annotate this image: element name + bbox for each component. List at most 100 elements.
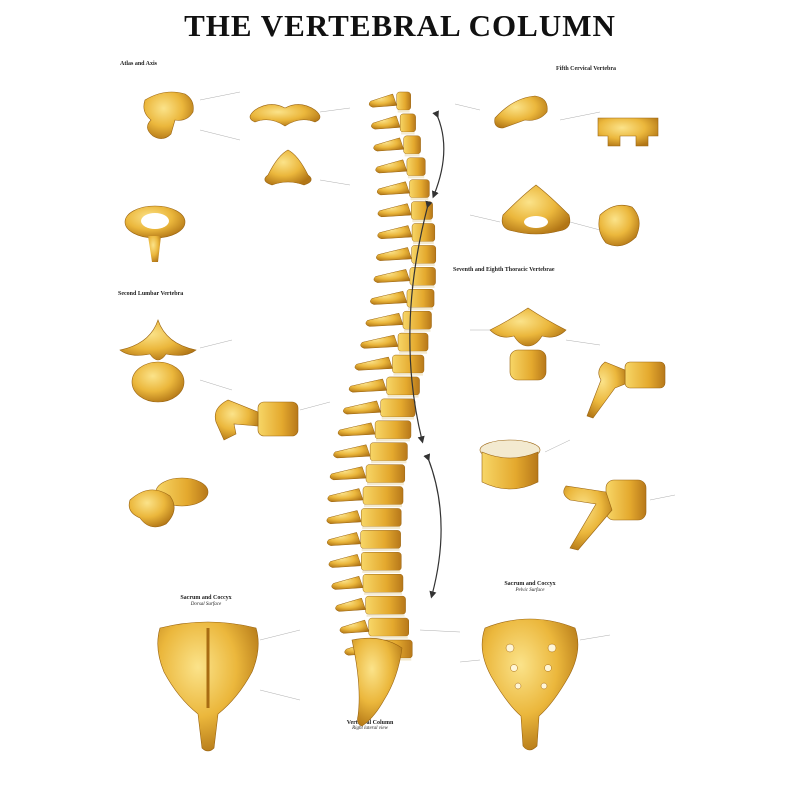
vertebral-body xyxy=(360,508,402,527)
leader-line xyxy=(199,339,233,349)
lumbar-arch-lateral xyxy=(214,399,259,441)
intervertebral-disc xyxy=(403,329,431,332)
spinous-process xyxy=(343,400,382,415)
sacrum-pelvic-title: Sacrum and Coccyx xyxy=(504,581,556,587)
leader-line xyxy=(649,494,676,501)
spinous-process xyxy=(328,554,362,568)
intervertebral-disc xyxy=(404,153,420,157)
cervical-superior-view xyxy=(501,184,571,235)
intervertebral-disc xyxy=(413,241,434,245)
cervical-lateral-view xyxy=(494,95,548,129)
spinous-process xyxy=(333,444,371,459)
thoracic-spinous-lateral xyxy=(586,361,626,419)
intervertebral-disc xyxy=(369,636,408,639)
section-title-atlas-axis: Atlas and Axis xyxy=(120,61,158,67)
leader-line xyxy=(469,214,501,223)
sacrum-dorsal-figure xyxy=(157,621,259,752)
thoracic-articulated-arch xyxy=(563,485,613,551)
intervertebral-disc xyxy=(387,395,419,398)
axis-posterior-view xyxy=(264,149,312,186)
spinous-process xyxy=(326,510,362,524)
lumbar-body-lateral xyxy=(257,401,299,437)
intervertebral-disc xyxy=(401,131,415,135)
leader-line xyxy=(454,103,481,111)
atlas-foramen xyxy=(141,213,169,229)
spinous-process xyxy=(339,619,370,634)
vertebral-body xyxy=(392,354,425,374)
intervertebral-disc xyxy=(410,197,429,201)
vertebral-body xyxy=(411,223,436,242)
sacrum-lateral xyxy=(351,637,403,727)
vertebral-body xyxy=(365,464,406,483)
spinous-process xyxy=(377,203,412,218)
cervical-curve-arrow xyxy=(431,110,445,199)
thoracic-body-superior xyxy=(509,349,547,381)
spinous-process xyxy=(354,356,393,371)
vertebral-body xyxy=(362,486,404,505)
spinous-process xyxy=(376,181,410,196)
cervical-foramen xyxy=(524,216,548,228)
cervical-anterior-view xyxy=(597,117,659,147)
vertebral-body xyxy=(396,91,411,111)
curvature-arrows xyxy=(409,110,445,599)
lumbar-superior-processes xyxy=(119,319,197,361)
main-caption-view: Right lateral view xyxy=(352,726,388,731)
intervertebral-disc xyxy=(371,460,407,464)
spinous-process xyxy=(375,159,408,174)
atlas-tubercle xyxy=(148,236,161,262)
thoracic-curve-arrow xyxy=(409,200,433,444)
intervertebral-disc xyxy=(364,504,403,508)
vertebral-body xyxy=(403,135,421,155)
intervertebral-disc xyxy=(407,175,425,179)
spinous-process xyxy=(348,378,387,393)
vertebral-body xyxy=(360,530,401,549)
vertebral-body xyxy=(361,552,402,571)
vertebral-body xyxy=(386,376,420,396)
intervertebral-disc xyxy=(410,285,435,288)
spinous-process xyxy=(368,93,398,108)
section-title-thoracic: Seventh and Eighth Thoracic Vertebrae xyxy=(453,267,555,273)
atlas-axis-figures xyxy=(124,91,321,262)
main-caption-name: Vertebral Column xyxy=(346,720,394,726)
vertebral-body xyxy=(365,595,406,615)
main-caption: Vertebral Column Right lateral view xyxy=(325,720,415,731)
thoracic-articulated-body xyxy=(605,479,647,521)
leader-line xyxy=(569,221,601,231)
intervertebral-disc xyxy=(366,614,405,617)
lumbar-arch-oblique xyxy=(128,489,175,528)
leader-line xyxy=(199,129,241,141)
leader-line xyxy=(299,401,331,411)
vertebral-column xyxy=(326,91,437,727)
leader-line xyxy=(199,91,241,101)
intervertebral-disc xyxy=(363,592,402,595)
fifth-cervical-figures xyxy=(494,95,659,247)
spinous-process xyxy=(373,137,405,152)
leader-line xyxy=(199,379,233,391)
sacrum-pelvic-figure xyxy=(481,618,579,751)
vertebral-body xyxy=(411,245,437,264)
spinous-process xyxy=(365,312,404,327)
leader-line xyxy=(559,111,601,121)
spinous-process xyxy=(327,488,364,503)
leader-line xyxy=(319,107,351,113)
leader-line xyxy=(565,339,601,346)
thoracic-superior-processes xyxy=(489,307,567,347)
spinous-process xyxy=(329,466,367,481)
intervertebral-disc xyxy=(397,110,410,113)
intervertebral-disc xyxy=(412,219,432,223)
vertebral-body xyxy=(399,113,416,133)
lumbar-body-superior xyxy=(131,361,185,403)
leader-line xyxy=(544,439,571,453)
sacrum-dorsal-title: Sacrum and Coccyx xyxy=(180,595,232,601)
vertebral-body xyxy=(368,617,410,637)
spinous-process xyxy=(377,225,413,240)
second-lumbar-figures xyxy=(119,319,299,528)
vertebral-body xyxy=(380,398,416,418)
vertebral-body xyxy=(397,332,429,352)
intervertebral-disc xyxy=(361,548,400,551)
spinous-process xyxy=(360,334,399,349)
pelvic-sacral-foramina xyxy=(505,643,557,690)
intervertebral-disc xyxy=(362,526,401,530)
